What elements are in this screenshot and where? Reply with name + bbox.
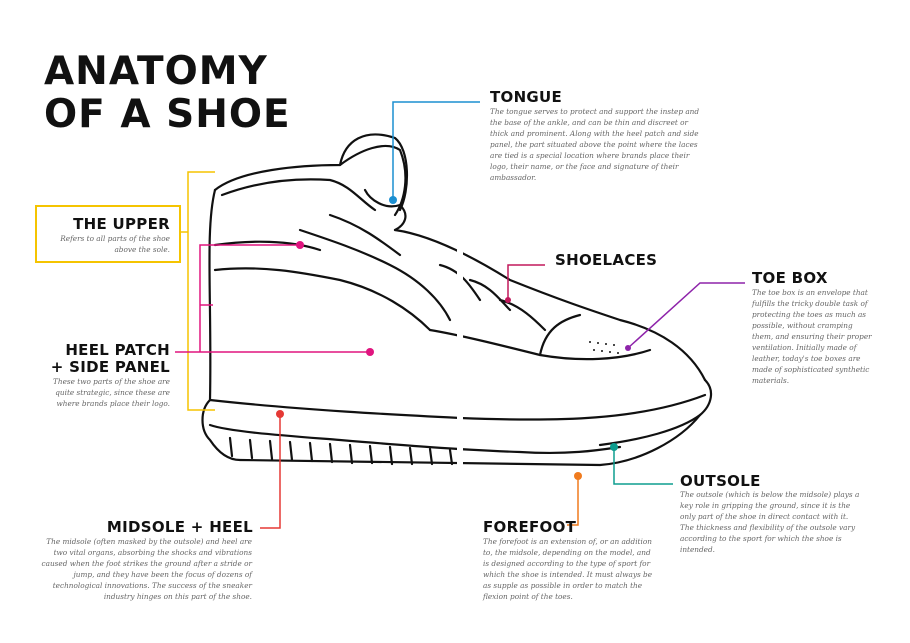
upper-description: Refers to all parts of the shoe above th… bbox=[60, 234, 170, 254]
shoe-drawing bbox=[201, 133, 713, 468]
upper-bracket bbox=[187, 171, 215, 411]
toe-box-dot bbox=[625, 345, 631, 351]
forefoot-heading: FOREFOOT bbox=[483, 518, 577, 536]
outsole-leader bbox=[613, 447, 673, 485]
shoelaces-heading: SHOELACES bbox=[555, 251, 658, 269]
toe-box-description: The toe box is an envelope that fulfills… bbox=[752, 288, 872, 385]
tongue-dot bbox=[389, 196, 397, 204]
heel-patch-bracket bbox=[199, 244, 300, 352]
upper-callout-box bbox=[35, 205, 181, 263]
forefoot-leader bbox=[567, 476, 579, 526]
outsole-dot bbox=[610, 443, 618, 451]
midsole-dot bbox=[276, 410, 284, 418]
title-line-2: OF A SHOE bbox=[44, 92, 291, 137]
shoelaces-dot bbox=[505, 297, 511, 303]
title-line-1: ANATOMY bbox=[44, 49, 268, 94]
marker-dots bbox=[276, 196, 631, 480]
toe-box-heading: TOE BOX bbox=[752, 269, 828, 287]
heel-patch-description: These two parts of the shoe are quite st… bbox=[53, 377, 170, 408]
midsole-leader bbox=[260, 414, 281, 529]
forefoot-description: The forefoot is an extension of, or an a… bbox=[483, 537, 653, 601]
side-panel-dot bbox=[366, 348, 374, 356]
page-title: ANATOMY OF A SHOE bbox=[44, 50, 291, 136]
heel-patch-heading-line1: HEEL PATCH bbox=[65, 341, 170, 359]
heel-patch-heading-line2: + SIDE PANEL bbox=[50, 358, 170, 376]
midsole-heading: MIDSOLE + HEEL bbox=[106, 518, 253, 536]
toe-box-leader bbox=[627, 282, 745, 349]
tongue-description: The tongue serves to protect and support… bbox=[490, 107, 700, 182]
heel-patch-dot bbox=[296, 241, 304, 249]
tongue-heading: TONGUE bbox=[490, 88, 563, 106]
midsole-description: The midsole (often masked by the outsole… bbox=[41, 537, 252, 601]
tongue-leader bbox=[392, 101, 480, 198]
toe-box-perforations bbox=[589, 341, 619, 354]
forefoot-dot bbox=[574, 472, 582, 480]
heel-patch-heading: HEEL PATCH + SIDE PANEL bbox=[30, 342, 170, 376]
outsole-description: The outsole (which is below the midsole)… bbox=[680, 490, 860, 554]
upper-heading: THE UPPER bbox=[73, 215, 170, 233]
shoelaces-leader bbox=[507, 264, 545, 300]
outsole-heading: OUTSOLE bbox=[680, 472, 761, 490]
